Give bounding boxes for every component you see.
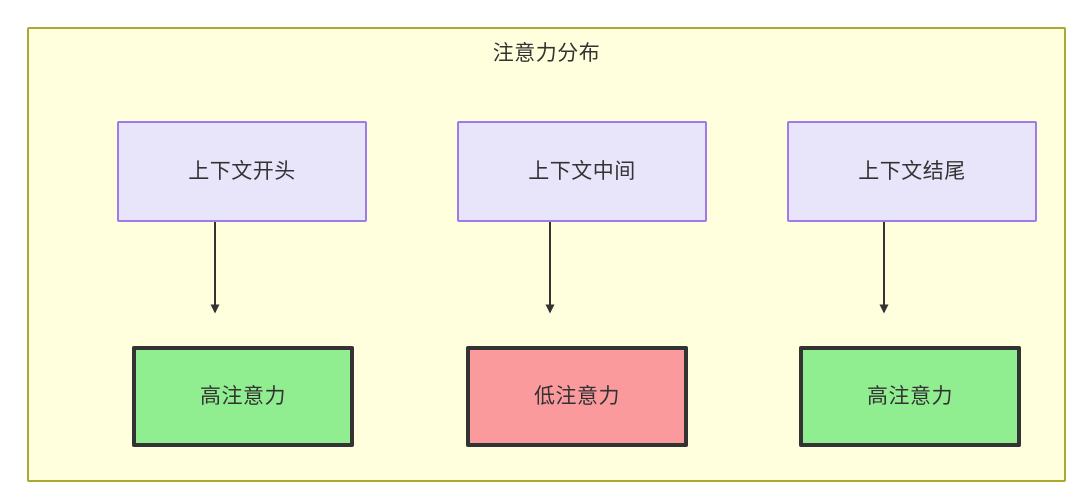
node-ctx-end[interactable]: 上下文结尾 bbox=[787, 121, 1037, 222]
subgraph-title: 注意力分布 bbox=[492, 42, 601, 65]
attention-distribution-subgraph: 注意力分布 上下文开头 上下文中间 上下文结尾 高注意力 低 bbox=[27, 27, 1066, 482]
node-ctx-middle-label: 上下文中间 bbox=[528, 159, 636, 183]
node-ctx-start[interactable]: 上下文开头 bbox=[117, 121, 367, 222]
node-attn-low-middle[interactable]: 低注意力 bbox=[466, 346, 688, 447]
node-attn-low-middle-label: 低注意力 bbox=[534, 384, 620, 408]
node-attn-high-end[interactable]: 高注意力 bbox=[799, 346, 1021, 447]
node-ctx-start-label: 上下文开头 bbox=[188, 159, 296, 183]
node-attn-high-start[interactable]: 高注意力 bbox=[132, 346, 354, 447]
node-ctx-middle[interactable]: 上下文中间 bbox=[457, 121, 707, 222]
node-attn-high-start-label: 高注意力 bbox=[200, 384, 286, 408]
node-attn-high-end-label: 高注意力 bbox=[867, 384, 953, 408]
node-ctx-end-label: 上下文结尾 bbox=[858, 159, 966, 183]
